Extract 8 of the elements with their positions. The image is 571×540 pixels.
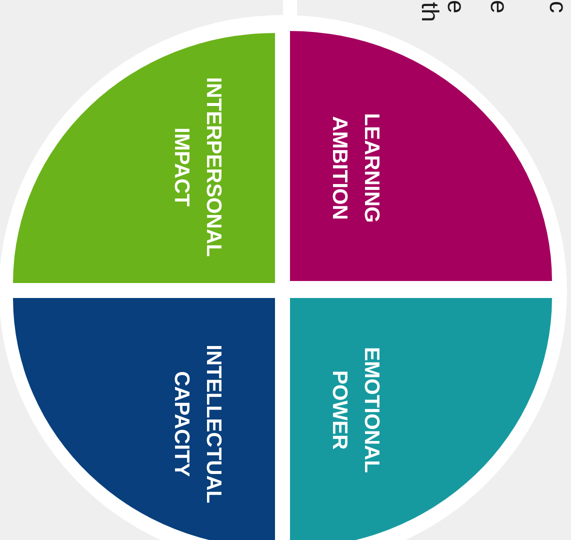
cropped-text: c — [545, 1, 569, 13]
segment-label: EMOTIONAL POWER — [327, 346, 384, 475]
cropped-text: th — [417, 2, 441, 22]
segment-label: INTERPERSONAL IMPACT — [169, 76, 226, 259]
cropped-text: e — [443, 0, 467, 14]
cropped-text: e — [486, 0, 510, 14]
segment-label: LEARNING AMBITION — [327, 112, 384, 225]
segment-label: INTELLECTUAL CAPACITY — [169, 344, 226, 506]
